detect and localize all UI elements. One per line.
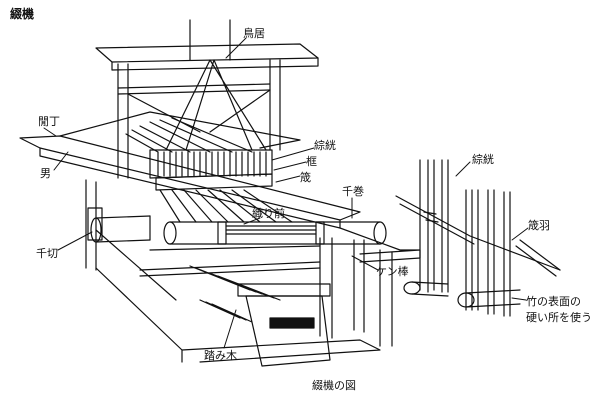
loom-frame [19, 43, 421, 363]
label-reed: 筬 [300, 171, 311, 184]
heddles [125, 19, 293, 223]
leader-lines [43, 37, 529, 349]
treadles [189, 265, 281, 323]
diagram-title: 綴機 [10, 7, 35, 21]
label-chimaki: 千巻 [342, 185, 364, 198]
label-frame: 框 [306, 155, 317, 168]
front-box [237, 283, 331, 367]
detail-drawing [395, 159, 561, 317]
label-kenbou: ケン棒 [376, 265, 409, 278]
label-torii: 鳥居 [243, 27, 265, 40]
label-orimae: 織り前 [252, 207, 285, 220]
label-heddle-detail: 綜絖 [472, 153, 494, 166]
label-chikiri: 千切 [36, 247, 58, 260]
label-osaba: 筬羽 [528, 219, 550, 232]
label-note-line1: 竹の表面の [526, 295, 581, 308]
label-heddle: 綜絖 [314, 139, 336, 152]
cloth-beam [163, 221, 387, 245]
label-fumiki: 踏み木 [204, 349, 237, 362]
warp-roller [87, 207, 151, 243]
label-kenchou: 閒丁 [38, 115, 60, 128]
label-otoko: 男 [40, 167, 51, 180]
diagram-caption: 綴機の図 [312, 379, 356, 392]
label-note-line2: 硬い所を使う [526, 311, 592, 324]
